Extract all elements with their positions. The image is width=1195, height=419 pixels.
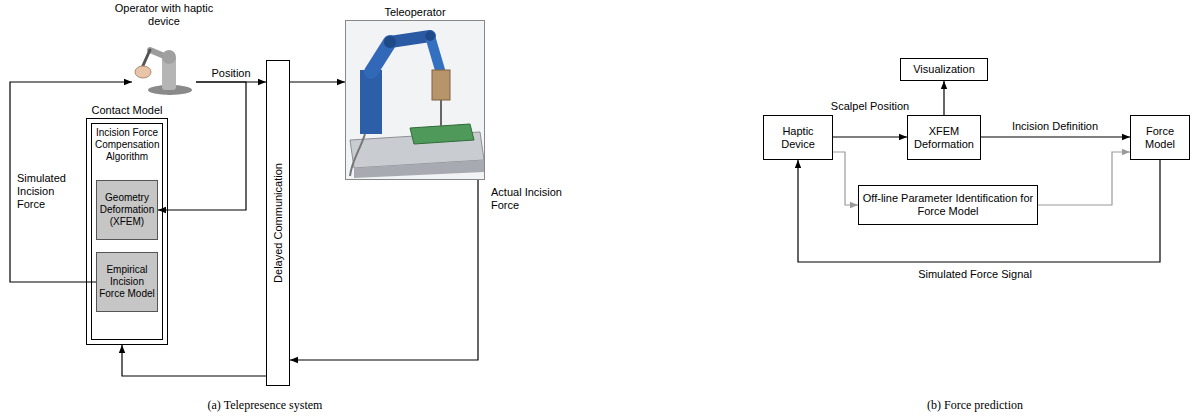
signal-label: Simulated Incision Force bbox=[16, 172, 86, 211]
signal-label: Incision Definition bbox=[1011, 120, 1099, 133]
signal-arrow bbox=[290, 180, 478, 360]
signal-label: Actual Incision Force bbox=[490, 186, 572, 212]
end-effector bbox=[432, 70, 450, 100]
tissue-board bbox=[410, 124, 474, 144]
node-label: Haptic Device bbox=[767, 125, 829, 151]
haptic-device-figure bbox=[135, 50, 192, 95]
signal-arrow bbox=[158, 82, 246, 210]
process-box: Empirical Incision Force Model bbox=[96, 252, 158, 312]
signal-label: Simulated Force Signal bbox=[917, 268, 1033, 281]
process-box: Visualization bbox=[900, 58, 988, 81]
contact-model-box: Contact ModelIncision Force Compensation… bbox=[86, 118, 168, 345]
node-heading: Contact Model bbox=[77, 104, 177, 117]
photo-ground bbox=[345, 20, 485, 180]
algorithm-box: Incision Force Compensation AlgorithmGeo… bbox=[91, 123, 163, 340]
parameter-arrow bbox=[833, 152, 858, 205]
scalpel bbox=[440, 100, 442, 126]
cable bbox=[350, 134, 365, 176]
operator-hand bbox=[135, 66, 151, 78]
signal-label: Scalpel Position bbox=[830, 100, 910, 113]
robot-photo bbox=[345, 20, 485, 180]
node-heading: Teleoperator bbox=[355, 6, 475, 19]
signal-arrow bbox=[290, 81, 345, 82]
signal-arrow bbox=[122, 345, 266, 376]
subfigure-caption: (a) Telepresence system bbox=[208, 398, 323, 412]
robot-joint bbox=[425, 31, 435, 41]
signal-arrow bbox=[833, 136, 907, 137]
signal-arrow bbox=[981, 136, 1130, 137]
node-label: XFEM Deformation bbox=[911, 125, 977, 151]
process-box: Off-line Parameter Identification for Fo… bbox=[858, 185, 1038, 225]
node-label: Visualization bbox=[904, 63, 984, 76]
node-heading: Operator with haptic device bbox=[112, 2, 216, 28]
signal-arrow bbox=[798, 160, 1160, 262]
robot-joint bbox=[384, 36, 396, 48]
table-front bbox=[354, 160, 484, 178]
operator-figure: Operator with haptic device bbox=[132, 30, 196, 95]
process-box: Geometry Deformation (XFEM) bbox=[96, 180, 158, 240]
channel-box: Delayed Communication bbox=[266, 60, 290, 386]
signal-label: Position bbox=[210, 67, 251, 80]
process-box: Force Model bbox=[1130, 115, 1190, 160]
device-gimbal bbox=[162, 50, 176, 64]
node-label: Off-line Parameter Identification for Fo… bbox=[862, 192, 1034, 218]
robot-base bbox=[360, 70, 382, 134]
parameter-arrow bbox=[1038, 152, 1130, 205]
process-box: XFEM Deformation bbox=[907, 115, 981, 160]
teleoperator-figure: Teleoperator bbox=[345, 20, 485, 180]
signal-arrow bbox=[943, 81, 944, 115]
node-label: Geometry Deformation (XFEM) bbox=[99, 192, 155, 228]
robot-link bbox=[430, 36, 440, 70]
subfigure-caption: (b) Force prediction bbox=[927, 398, 1023, 412]
node-label: Delayed Communication bbox=[272, 163, 285, 283]
node-label: Empirical Incision Force Model bbox=[99, 264, 155, 300]
process-box: Haptic Device bbox=[763, 115, 833, 160]
node-label: Incision Force Compensation Algorithm bbox=[95, 127, 159, 163]
node-label: Force Model bbox=[1134, 125, 1186, 151]
robot-link bbox=[390, 36, 430, 42]
